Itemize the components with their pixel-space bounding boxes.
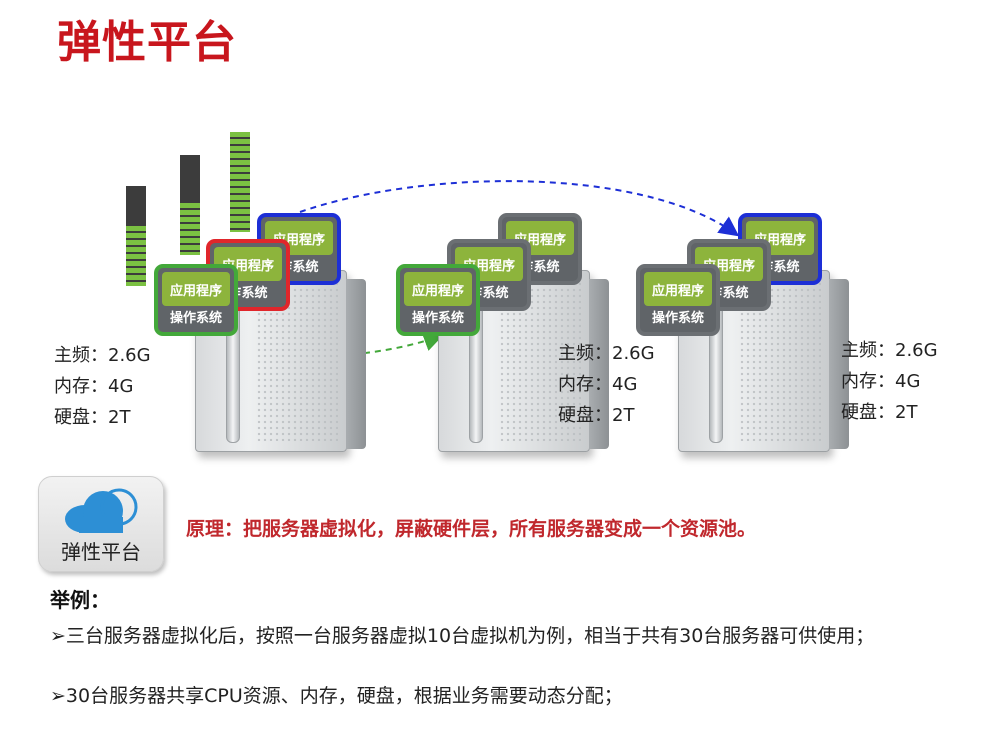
spec-frequency: 主频：2.6G: [841, 340, 938, 361]
vm-card-green: 应用程序 操作系统: [154, 264, 238, 336]
usage-bar: [126, 186, 146, 286]
spec-memory: 内存：4G: [54, 376, 134, 397]
usage-bar-fill: [230, 132, 250, 232]
spec-memory: 内存：4G: [558, 374, 638, 395]
spec-frequency: 主频：2.6G: [558, 343, 655, 364]
spec-disk: 硬盘：2T: [558, 405, 635, 426]
usage-bar: [180, 155, 200, 255]
elastic-platform-card: 弹性平台: [38, 476, 164, 572]
server-side: [589, 279, 609, 449]
bullet-icon: ➢: [50, 685, 66, 707]
server-spec-2: 主频：2.6G 内存：4G 硬盘：2T: [558, 338, 655, 431]
usage-bar: [230, 132, 250, 232]
bullet-icon: ➢: [50, 625, 66, 647]
spec-disk: 硬盘：2T: [54, 407, 131, 428]
spec-frequency: 主频：2.6G: [54, 345, 151, 366]
vm-os-label: 操作系统: [651, 310, 704, 326]
server-side: [346, 279, 366, 449]
server-spec-1: 主频：2.6G 内存：4G 硬盘：2T: [54, 340, 151, 433]
page-title: 弹性平台: [57, 17, 237, 68]
vm-app-label: 应用程序: [506, 221, 574, 255]
vm-app-label: 应用程序: [404, 272, 472, 306]
cloud-icon: [65, 488, 138, 533]
vm-card: 应用程序 操作系统: [636, 264, 720, 336]
example-item: ➢30台服务器共享CPU资源、内存，硬盘，根据业务需要动态分配；: [50, 685, 623, 707]
principle-text: 原理：把服务器虚拟化，屏蔽硬件层，所有服务器变成一个资源池。: [186, 518, 757, 540]
usage-bar-fill: [126, 226, 146, 286]
vm-os-label: 操作系统: [169, 310, 222, 326]
vm-os-label: 乍系统: [228, 285, 268, 301]
server-spec-3: 主频：2.6G 内存：4G 硬盘：2T: [841, 335, 938, 428]
example-item: ➢三台服务器虚拟化后，按照一台服务器虚拟10台虚拟机为例，相当于共有30台服务器…: [50, 625, 875, 647]
vm-card: 应用程序 乍系统: [498, 213, 582, 285]
spec-memory: 内存：4G: [841, 371, 921, 392]
spec-disk: 硬盘：2T: [841, 402, 918, 423]
vm-app-label: 应用程序: [162, 272, 230, 306]
vm-app-label: 应用程序: [644, 272, 712, 306]
usage-bar-fill: [180, 203, 200, 255]
vm-os-label: 操作系统: [411, 310, 464, 326]
example-heading: 举例：: [50, 588, 110, 612]
server-side: [829, 279, 849, 449]
elastic-platform-label: 弹性平台: [61, 540, 141, 564]
vm-card-green: 应用程序 操作系统: [396, 264, 480, 336]
